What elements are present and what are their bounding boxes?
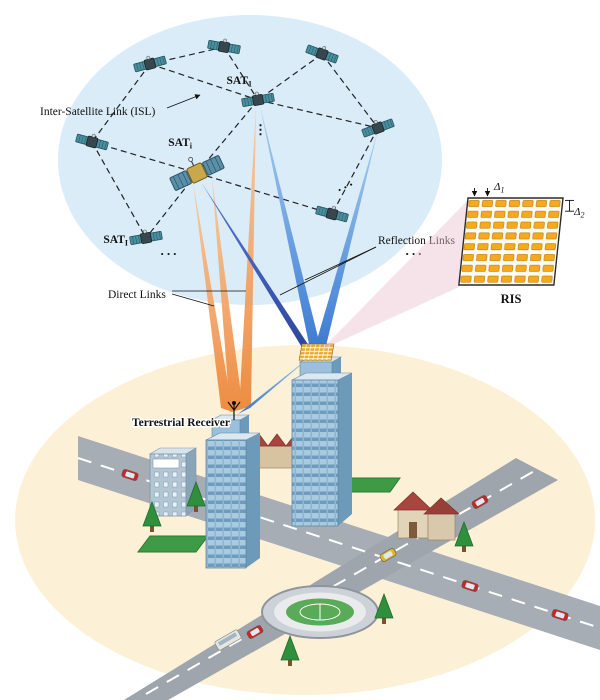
road-center-line (145, 469, 537, 695)
direct-links-pointer-lines (171, 290, 246, 307)
reflection-beam-1 (260, 106, 322, 353)
sat1-label: SAT1 (226, 75, 252, 89)
reflection-links-pointer-lines (279, 246, 377, 296)
direct-links-label: Direct Links (108, 289, 166, 301)
ris-skyscraper (291, 356, 353, 527)
receiver-skyscraper (205, 414, 261, 569)
delta2-dimension-ticks (565, 199, 574, 212)
direct-beam-2 (212, 178, 243, 412)
suburban-houses (393, 491, 460, 541)
signal-beams (193, 106, 378, 414)
city-scene (77, 343, 600, 700)
ris-label: RIS (501, 292, 522, 306)
bus-icon (214, 629, 242, 651)
delta1-label: Δ1 (493, 181, 504, 195)
satI-label: SATI (103, 234, 128, 248)
isl-label: Inter-Satellite Link (ISL) (40, 106, 156, 118)
ris-inset: Δ1 Δ2 RIS (458, 181, 584, 306)
ris-zoom-cone (321, 200, 468, 350)
delta2-label: Δ2 (573, 206, 584, 220)
delta1-dimension-ticks (471, 188, 491, 197)
sati-label: SATi (168, 137, 193, 151)
ellipsis-orange: ··· (160, 246, 179, 261)
lawn-strip (137, 535, 209, 553)
ellipsis-blue: ··· (405, 246, 424, 261)
isl-pointer-line (166, 94, 201, 109)
ellipsis-vertical: ⋮ (254, 122, 269, 137)
reflection-beam-dark (201, 182, 317, 358)
direct-beam-1 (193, 182, 233, 412)
isl-link-network (91, 46, 379, 239)
ellipsis-gray: ··· (334, 176, 358, 198)
rooftop-ris-panel (298, 343, 335, 361)
building-sign (152, 458, 180, 469)
ris-element-grid (458, 198, 563, 285)
reflection-links-label: Reflection Links (378, 235, 455, 247)
reflection-beam-2 (314, 130, 378, 350)
stadium (261, 585, 379, 639)
road-center-line (77, 457, 600, 629)
terrestrial-receiver-label: Terrestrial Receiver (132, 417, 230, 429)
terrestrial-receiver-antenna-icon (227, 401, 241, 420)
